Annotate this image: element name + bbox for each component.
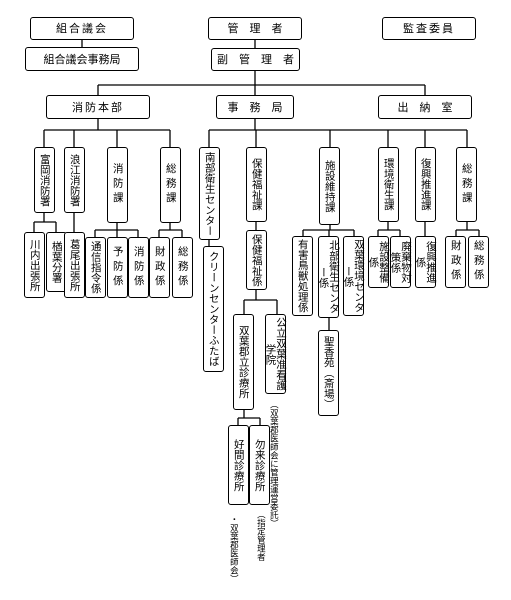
env-sanitation-division-label: 環境衛生課 [382,158,395,211]
recovery-promotion-section-box: 復興推進係 [414,236,438,288]
fire-general-section-box: 総務係 [172,237,193,298]
clean-center-futaba-box: クリーンセンターふたば [203,246,224,372]
council-office-label: 組合議会事務局 [43,52,121,66]
naraha-branch-label: 楢葉分署 [50,241,63,283]
council-office-box: 組合議会事務局 [25,47,139,71]
nursing-school-box: 公立双葉准看護学院 [264,314,288,394]
seikouen-crematorium-label: 聖香苑（斎場） [322,336,335,410]
prevention-section-box: 予防係 [107,237,128,298]
kouma-clinic-box: 好間診療所 [228,425,249,505]
manager-label: 管 理 者 [227,22,283,35]
futaba-clinic-box: 双葉郡立診療所 [233,314,254,410]
hokubu-sanitation-section-label: 北部衛生センター係 [317,240,341,314]
fire-hq-label: 消防本部 [72,100,124,114]
secretariat-general-section-box: 総務係 [468,236,489,288]
treasury-label: 出 納 室 [397,100,453,114]
secretariat-label: 事 務 局 [227,100,283,114]
nakoso-clinic-note-1: （指定管理者 [255,510,266,561]
nanbu-sanitation-center-label: 南部衛生センター [203,151,216,236]
katsurao-office-label: 葛尾出張所 [68,238,81,292]
fire-general-division-label: 総務課 [164,163,177,207]
treasury-box: 出 納 室 [378,95,472,119]
facility-maintenance-division-box: 施設維持課 [319,147,340,225]
facility-improvement-section-box: 施設整備係 [367,236,391,288]
kawauchi-office-label: 川内出張所 [28,238,41,292]
health-welfare-division-label: 保健福祉課 [250,158,263,211]
waste-management-section-box: 廃棄物対策係 [389,236,413,288]
manager-box: 管 理 者 [208,17,302,40]
nakoso-clinic-box: 勿来診療所 [249,425,270,505]
katsurao-office-box: 葛尾出張所 [64,232,85,298]
vice-manager-label: 副 管 理 者 [217,53,294,66]
fire-division-box: 消防課 [107,147,128,223]
council-label: 組合議会 [56,22,108,35]
fire-division-label: 消防課 [111,163,124,207]
firefighting-section-box: 消防係 [128,237,149,298]
secretariat-finance-section-box: 財政係 [445,236,466,288]
fire-finance-section-box: 財政係 [149,237,170,298]
wildlife-disposal-section-label: 有害鳥獣処理係 [296,239,309,313]
waste-management-section-label: 廃棄物対策係 [389,241,413,283]
facility-improvement-section-label: 施設整備係 [367,241,391,283]
seikouen-crematorium-box: 聖香苑（斎場） [318,330,339,416]
futaba-env-center-section-box: 双葉環境センター係 [342,236,366,316]
nursing-school-label: 公立双葉准看護学院 [264,317,288,391]
tomioka-station-box: 富岡消防署 [34,147,55,213]
firefighting-section-label: 消防係 [132,245,145,290]
futaba-clinic-label: 双葉郡立診療所 [237,325,250,399]
namie-station-box: 浪江消防署 [64,147,85,213]
namie-station-label: 浪江消防署 [68,153,81,207]
health-welfare-division-box: 保健福祉課 [246,147,267,222]
health-welfare-section-label: 保健福祉係 [250,233,263,287]
env-sanitation-division-box: 環境衛生課 [378,147,399,222]
vice-manager-box: 副 管 理 者 [211,48,300,71]
secretariat-general-division-box: 総務課 [456,147,477,222]
clean-center-futaba-label: クリーンセンターふたば [207,251,220,367]
kouma-clinic-label: 好間診療所 [232,438,245,492]
hokubu-sanitation-section-box: 北部衛生センター係 [317,236,341,318]
fire-general-section-label: 総務係 [176,245,189,290]
secretariat-finance-section-label: 財政係 [449,240,462,284]
fire-general-division-box: 総務課 [160,147,181,223]
secretariat-box: 事 務 局 [216,95,294,119]
recovery-promotion-section-label: 復興推進係 [414,241,438,283]
tomioka-station-label: 富岡消防署 [38,153,51,207]
secretariat-general-division-label: 総務課 [460,162,473,207]
prevention-section-label: 予防係 [111,245,124,290]
auditors-box: 監査委員 [382,17,476,40]
command-section-box: 通信指令係 [85,237,106,298]
auditors-label: 監査委員 [403,22,455,35]
nakoso-clinic-note-2: ・双葉郡医師会） [228,515,239,583]
recovery-promotion-division-label: 復興推進課 [419,158,432,211]
recovery-promotion-division-box: 復興推進課 [415,147,436,222]
council-box: 組合議会 [30,17,134,40]
nanbu-sanitation-center-box: 南部衛生センター [199,147,220,240]
kawauchi-office-box: 川内出張所 [24,232,45,298]
command-section-label: 通信指令係 [89,241,102,294]
futaba-env-center-section-label: 双葉環境センター係 [342,239,366,313]
secretariat-general-section-label: 総務係 [472,240,485,284]
nakoso-clinic-label: 勿来診療所 [253,438,266,492]
fire-finance-section-label: 財政係 [153,245,166,290]
wildlife-disposal-section-box: 有害鳥獣処理係 [292,236,313,316]
nursing-school-note: （双葉郡医師会に管理運営委託） [268,400,279,528]
facility-maintenance-division-label: 施設維持課 [323,159,336,213]
fire-hq-box: 消防本部 [46,95,150,119]
health-welfare-section-box: 保健福祉係 [246,230,267,290]
